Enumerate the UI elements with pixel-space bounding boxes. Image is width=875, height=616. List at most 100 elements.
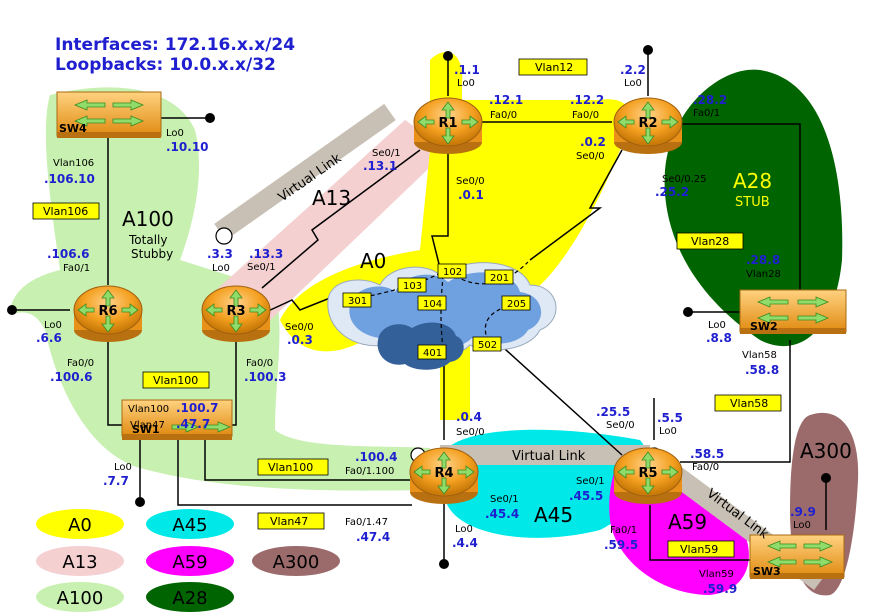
link-r5-sw2 [680, 340, 791, 463]
header-loopbacks: Loopbacks: 10.0.x.x/32 [55, 55, 276, 75]
r2-fa00-ip: .12.2 [570, 93, 604, 107]
r1-fa: Fa0/0 [490, 110, 517, 121]
area-note-stubby: Stubby [131, 247, 173, 261]
sw2-vlan28-ip: .28.8 [746, 253, 780, 267]
switch-sw1[interactable]: SW1 [121, 399, 233, 440]
legend-label: A0 [68, 515, 92, 536]
sw4-vlan-ip: .106.10 [44, 172, 95, 186]
r2-fa01: Fa0/1 [693, 108, 720, 119]
vlan-box-vlan12: Vlan12 [535, 61, 573, 74]
r4-sub100-ip: .100.4 [355, 450, 398, 464]
sw4-lo: Lo0 [166, 128, 184, 139]
router-r5[interactable]: R5 [613, 447, 683, 504]
r6-vlan-ip: .106.6 [47, 247, 90, 261]
sw2-vlan58-ip: .58.8 [745, 363, 779, 377]
sw1-vlan100: Vlan100 [128, 404, 169, 415]
dlci-401: 401 [423, 348, 442, 359]
r5-fa00: Fa0/0 [692, 462, 719, 473]
frame-relay-cloud [327, 261, 557, 370]
virtual-link-r3-r1 [214, 103, 396, 241]
switch-arrows-icon [756, 296, 830, 324]
area-label-a100: A100 [122, 207, 174, 231]
legend-label: A59 [172, 552, 207, 573]
sw1-ip100: .100.7 [176, 401, 219, 415]
r5-lo-ip: .5.5 [657, 411, 683, 425]
legend-a59: A59 [146, 546, 234, 576]
sw2-lo: Lo0 [708, 320, 726, 331]
r5-fa01-ip: .59.5 [604, 538, 638, 552]
link-r5-sw3 [649, 505, 760, 561]
r2-fa00: Fa0/0 [572, 110, 599, 121]
r4-se01: Se0/1 [490, 494, 519, 505]
r3-fa: Fa0/0 [246, 358, 273, 369]
dlci-502: 502 [478, 340, 497, 351]
r4-lo-ip: .4.4 [452, 536, 478, 550]
r2-sub-ip: .25.2 [655, 185, 689, 199]
router-label: R1 [438, 116, 457, 131]
r3-se00-ip: .0.3 [287, 333, 313, 347]
router-arrows-icon [617, 451, 679, 495]
sw2-vlan58: Vlan58 [742, 350, 777, 361]
r5-se01: Se0/1 [576, 476, 605, 487]
router-r6[interactable]: R6 [73, 285, 143, 342]
sw3-lo-ip: .9.9 [790, 505, 816, 519]
r3-lo-ip: .3.3 [207, 247, 233, 261]
r4-sub100: Fa0/1.100 [345, 466, 394, 477]
legend-label: A28 [172, 588, 207, 609]
legend-a0: A0 [36, 509, 124, 539]
sw3-loopback-dot [821, 473, 831, 483]
switch-sw3[interactable]: SW3 [749, 534, 845, 579]
dlci-201: 201 [490, 273, 509, 284]
r5-lo: Lo0 [659, 426, 677, 437]
area-label-a28: A28 [733, 169, 772, 193]
router-arrows-icon [417, 101, 479, 145]
r1-loopback-dot [443, 51, 453, 61]
link-r3-r1-serial [261, 149, 421, 289]
r1-fa-ip: .12.1 [489, 93, 523, 107]
switch-sw4[interactable]: SW4 [56, 91, 162, 138]
legend-label: A13 [62, 552, 97, 573]
dlci-104: 104 [423, 299, 442, 310]
dlci-205: 205 [507, 299, 526, 310]
link-sw1-r4-vlan47 [177, 440, 412, 506]
area-label-a59: A59 [668, 510, 707, 534]
vlan-box-vlan59: Vlan59 [680, 543, 718, 556]
legend-label: A100 [57, 588, 104, 609]
vlan-box-vlan100-top: Vlan100 [153, 374, 198, 387]
link-r2-sub-cloud [529, 149, 623, 261]
router-r3[interactable]: R3 [201, 285, 271, 342]
r4-loopback-dot [439, 559, 449, 569]
area-label-a13: A13 [312, 186, 351, 210]
area-a13-shape [205, 120, 448, 330]
r1-lo-ip: .1.1 [454, 63, 480, 77]
r6-fa01: Fa0/1 [63, 263, 90, 274]
sw4-vlan: Vlan106 [53, 158, 94, 169]
r2-fa01-ip: .28.2 [693, 93, 727, 107]
link-cloud-r5 [494, 339, 623, 456]
switch-arrows-icon [171, 421, 232, 433]
router-r1[interactable]: R1 [413, 97, 483, 154]
r6-fa00: Fa0/0 [67, 358, 94, 369]
r6-lo-ip: .6.6 [36, 331, 62, 345]
area-label-a45: A45 [534, 503, 573, 527]
legend-label: A45 [172, 515, 207, 536]
router-arrows-icon [617, 101, 679, 145]
r1-lo: Lo0 [457, 78, 475, 89]
router-r4[interactable]: R4 [409, 447, 479, 504]
header-interfaces: Interfaces: 172.16.x.x/24 [55, 35, 295, 55]
switch-sw2[interactable]: SW2 [739, 289, 847, 334]
vlan-box-vlan58: Vlan58 [730, 397, 768, 410]
router-r2[interactable]: R2 [613, 97, 683, 154]
r2-se-ip: .0.2 [580, 135, 606, 149]
area-note-totally: Totally [128, 233, 167, 247]
router-label: R6 [98, 304, 117, 319]
interface-labels: .1.1 Lo0 .12.1 Fa0/0 Se0/1 .13.1 Se0/0 .… [36, 63, 816, 596]
r2-sub: Se0/0.25 [662, 174, 707, 185]
area-label-a0: A0 [360, 249, 386, 273]
vlan-box-vlan106: Vlan106 [43, 205, 88, 218]
r5-fa00-ip: .58.5 [690, 447, 724, 461]
dlci-102: 102 [443, 267, 462, 278]
vlan-boxes: Vlan12 Vlan106 Vlan28 Vlan100 Vlan100 Vl… [32, 58, 782, 558]
r5-fa01: Fa0/1 [610, 525, 637, 536]
sw2-lo-ip: .8.8 [706, 331, 732, 345]
